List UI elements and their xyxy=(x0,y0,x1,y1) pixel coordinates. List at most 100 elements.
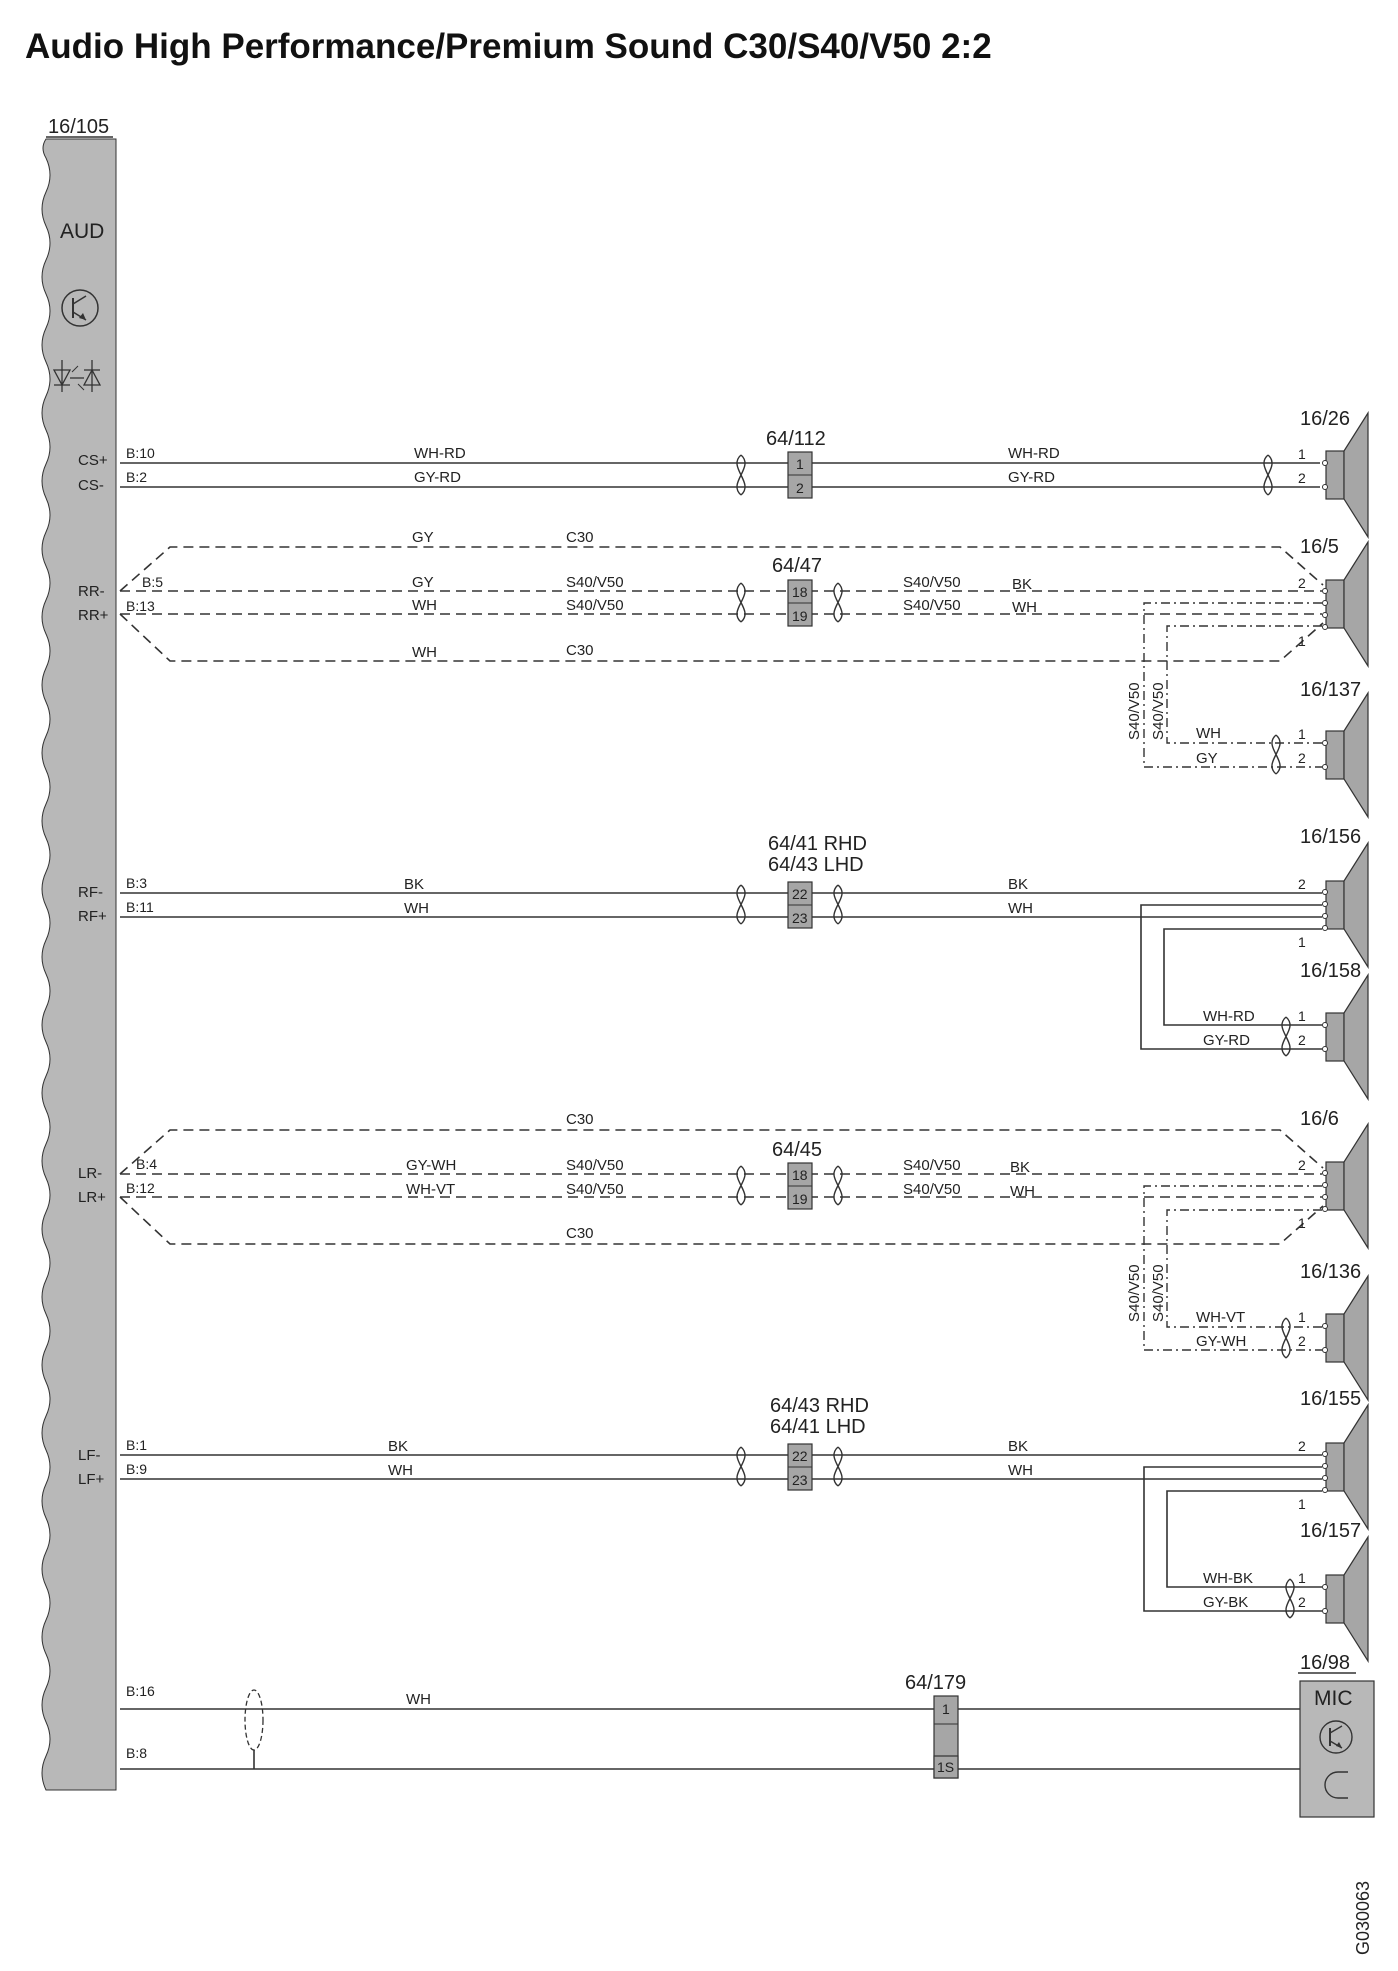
svg-text:WH-VT: WH-VT xyxy=(406,1181,455,1198)
speaker-16-156: 16/156 2 1 xyxy=(1298,826,1369,970)
svg-text:S40/V50: S40/V50 xyxy=(566,574,624,591)
module-ref: 16/105 xyxy=(48,116,109,138)
rr-wiring: 18 19 64/47 GY C30 GY S40/V50 WH S40/V50… xyxy=(119,529,1324,775)
signal-lf-minus: LF- xyxy=(78,1447,101,1464)
svg-text:WH: WH xyxy=(404,900,429,917)
svg-text:S40/V50: S40/V50 xyxy=(903,1157,961,1174)
speaker-ref: 16/155 xyxy=(1300,1388,1361,1410)
svg-text:22: 22 xyxy=(792,886,808,902)
diode-icon xyxy=(52,360,102,392)
svg-text:2: 2 xyxy=(1298,1438,1306,1454)
svg-text:1: 1 xyxy=(1298,1215,1306,1231)
speaker-16-6: 16/6 2 1 xyxy=(1298,1108,1369,1251)
connector-64-112-ref: 64/112 xyxy=(766,428,826,450)
svg-text:S40/V50: S40/V50 xyxy=(566,1157,624,1174)
pin-b10: B:10 xyxy=(126,445,155,461)
diagram-title: Audio High Performance/Premium Sound C30… xyxy=(25,27,992,66)
svg-text:C30: C30 xyxy=(566,529,594,546)
signal-rr-minus: RR- xyxy=(78,583,105,600)
module-label: AUD xyxy=(60,220,104,243)
signal-cs-minus: CS- xyxy=(78,477,104,494)
pin-b9: B:9 xyxy=(126,1461,147,1477)
pin-b4: B:4 xyxy=(136,1156,157,1172)
lr-wiring: 18 19 64/45 C30 GY-WH S40/V50 WH-VT S40/… xyxy=(119,1111,1324,1359)
svg-text:S40/V50: S40/V50 xyxy=(566,1181,624,1198)
svg-text:BK: BK xyxy=(1010,1159,1030,1176)
mic-wiring: 1 1S 64/179 WH xyxy=(120,1672,1300,1779)
svg-text:MIC: MIC xyxy=(1314,1687,1353,1710)
pin-b5: B:5 xyxy=(142,574,163,590)
svg-text:WH: WH xyxy=(412,644,437,661)
cs-wiring: 1 2 64/112 WH-RD GY-RD WH-RD GY-RD xyxy=(120,428,1320,499)
svg-text:1: 1 xyxy=(1298,1496,1306,1512)
connector-64-47-ref: 64/47 xyxy=(772,555,822,577)
svg-text:2: 2 xyxy=(796,480,804,496)
connector-64-179-ref: 64/179 xyxy=(905,1672,966,1694)
pin-b2: B:2 xyxy=(126,469,147,485)
svg-text:2: 2 xyxy=(1298,1032,1306,1048)
svg-text:64/41 RHD: 64/41 RHD xyxy=(768,833,867,855)
svg-text:1: 1 xyxy=(1298,934,1306,950)
svg-text:S40/V50: S40/V50 xyxy=(1150,682,1167,740)
speaker-ref: 16/157 xyxy=(1300,1520,1361,1542)
svg-text:19: 19 xyxy=(792,1191,808,1207)
svg-text:64/43 LHD: 64/43 LHD xyxy=(768,854,864,876)
svg-text:GY: GY xyxy=(412,574,434,591)
svg-text:2: 2 xyxy=(1298,750,1306,766)
svg-text:BK: BK xyxy=(1008,876,1028,893)
svg-text:1S: 1S xyxy=(937,1759,954,1775)
svg-text:GY-RD: GY-RD xyxy=(1203,1032,1250,1049)
svg-text:1: 1 xyxy=(1298,633,1306,649)
connector-64-45-ref: 64/45 xyxy=(772,1139,822,1161)
svg-text:2: 2 xyxy=(1298,470,1306,486)
pin-b11: B:11 xyxy=(126,899,154,915)
speaker-16-5: 16/521 xyxy=(1298,536,1369,669)
svg-text:WH: WH xyxy=(1010,1183,1035,1200)
svg-text:WH-RD: WH-RD xyxy=(1203,1008,1255,1025)
svg-text:C30: C30 xyxy=(566,1225,594,1242)
svg-text:23: 23 xyxy=(792,1472,808,1488)
speaker-16-155: 16/155 2 1 xyxy=(1298,1388,1369,1532)
signal-cs-plus: CS+ xyxy=(78,452,108,469)
svg-text:19: 19 xyxy=(792,608,808,624)
svg-text:S40/V50: S40/V50 xyxy=(1126,682,1143,740)
pin-b8: B:8 xyxy=(126,1745,147,1761)
signal-rf-minus: RF- xyxy=(78,884,103,901)
speaker-ref: 16/26 xyxy=(1300,408,1350,430)
svg-text:GY-BK: GY-BK xyxy=(1203,1594,1248,1611)
svg-text:2: 2 xyxy=(1298,1333,1306,1349)
svg-text:1: 1 xyxy=(942,1701,950,1717)
speakers: 16/261216/52116/1371216/1562116/1581216/… xyxy=(1298,408,1369,1664)
svg-text:C30: C30 xyxy=(566,1111,594,1128)
svg-text:WH-RD: WH-RD xyxy=(1008,445,1060,462)
pin-b13: B:13 xyxy=(126,598,155,614)
svg-text:GY-RD: GY-RD xyxy=(414,469,461,486)
svg-text:2: 2 xyxy=(1298,1594,1306,1610)
svg-text:BK: BK xyxy=(1008,1438,1028,1455)
svg-text:S40/V50: S40/V50 xyxy=(903,597,961,614)
svg-text:S40/V50: S40/V50 xyxy=(1150,1264,1167,1322)
svg-text:WH: WH xyxy=(1008,1462,1033,1479)
pin-b16: B:16 xyxy=(126,1683,155,1699)
svg-text:GY: GY xyxy=(1196,750,1218,767)
speaker-ref: 16/156 xyxy=(1300,826,1361,848)
svg-text:S40/V50: S40/V50 xyxy=(903,574,961,591)
speaker-ref: 16/6 xyxy=(1300,1108,1339,1130)
svg-text:WH-BK: WH-BK xyxy=(1203,1570,1253,1587)
svg-text:18: 18 xyxy=(792,584,808,600)
svg-text:1: 1 xyxy=(1298,1309,1306,1325)
svg-text:1: 1 xyxy=(1298,1570,1306,1586)
speaker-16-26: 16/26 1 2 xyxy=(1298,408,1369,540)
pin-b3: B:3 xyxy=(126,875,147,891)
svg-text:WH-VT: WH-VT xyxy=(1196,1309,1245,1326)
svg-text:2: 2 xyxy=(1298,1157,1306,1173)
speaker-ref: 16/137 xyxy=(1300,679,1361,701)
svg-text:1: 1 xyxy=(1298,446,1306,462)
audio-module-box xyxy=(41,138,117,1791)
svg-text:2: 2 xyxy=(1298,876,1306,892)
svg-text:WH: WH xyxy=(1196,725,1221,742)
